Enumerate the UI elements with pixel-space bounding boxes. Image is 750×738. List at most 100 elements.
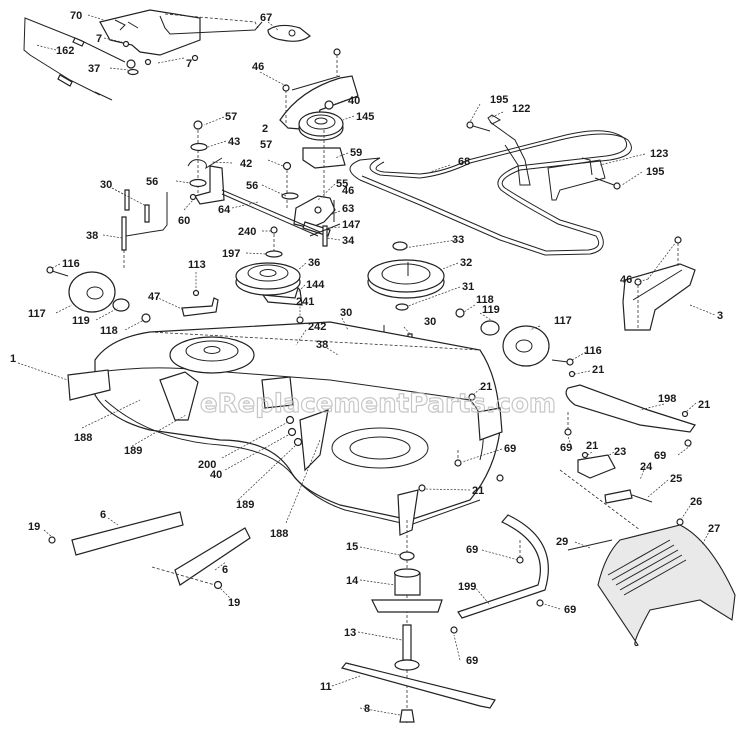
callout-69[interactable]: 69 (654, 450, 666, 462)
callout-56[interactable]: 56 (146, 176, 158, 188)
callout-34[interactable]: 34 (342, 235, 355, 247)
deck-baffle-199[interactable] (450, 514, 549, 634)
drive-pulley-32[interactable] (367, 241, 445, 311)
callout-57[interactable]: 57 (225, 111, 237, 123)
callout-69[interactable]: 69 (504, 443, 516, 455)
bolt-34[interactable] (309, 223, 341, 247)
control-linkage[interactable] (187, 120, 321, 237)
callout-118[interactable]: 118 (100, 325, 118, 337)
callout-67[interactable]: 67 (260, 12, 272, 24)
callout-188[interactable]: 188 (74, 432, 92, 444)
belt-guide-47[interactable] (181, 289, 219, 317)
callout-189[interactable]: 189 (236, 499, 254, 511)
callout-188[interactable]: 188 (270, 528, 288, 540)
callout-24[interactable]: 24 (640, 461, 653, 473)
callout-40[interactable]: 40 (348, 95, 360, 107)
callout-25[interactable]: 25 (670, 473, 682, 485)
callout-69[interactable]: 69 (466, 544, 478, 556)
callout-144[interactable]: 144 (306, 279, 325, 291)
callout-42[interactable]: 42 (240, 158, 252, 170)
callout-56[interactable]: 56 (246, 180, 258, 192)
callout-195[interactable]: 195 (490, 94, 508, 106)
mower-housing[interactable] (67, 321, 503, 536)
callout-15[interactable]: 15 (346, 541, 358, 553)
hanger-bracket-right[interactable] (151, 527, 251, 590)
callout-242[interactable]: 242 (308, 321, 326, 333)
callout-241[interactable]: 241 (296, 296, 314, 308)
callout-63[interactable]: 63 (342, 203, 354, 215)
callout-147[interactable]: 147 (342, 219, 360, 231)
callout-43[interactable]: 43 (228, 136, 240, 148)
callout-116[interactable]: 116 (584, 345, 602, 357)
callout-198[interactable]: 198 (658, 393, 676, 405)
callout-123[interactable]: 123 (650, 148, 668, 160)
callout-11[interactable]: 11 (320, 681, 332, 693)
callout-46[interactable]: 46 (252, 61, 264, 73)
chute-bracket[interactable] (559, 451, 684, 531)
hanger-bracket-left[interactable] (48, 511, 184, 556)
callout-68[interactable]: 68 (458, 156, 470, 168)
callout-33[interactable]: 33 (452, 234, 464, 246)
callout-27[interactable]: 27 (708, 523, 720, 535)
callout-19[interactable]: 19 (228, 597, 240, 609)
callout-119[interactable]: 119 (482, 304, 500, 316)
callout-6[interactable]: 6 (100, 509, 106, 521)
callout-30[interactable]: 30 (340, 307, 352, 319)
callout-31[interactable]: 31 (462, 281, 474, 293)
callout-36[interactable]: 36 (308, 257, 320, 269)
callout-26[interactable]: 26 (690, 496, 702, 508)
deck-baffle-198[interactable] (564, 370, 696, 447)
pulley-cover[interactable] (622, 236, 696, 331)
belt-shield[interactable] (279, 48, 359, 131)
callout-64[interactable]: 64 (218, 204, 231, 216)
callout-29[interactable]: 29 (556, 536, 568, 548)
engagement-cable[interactable] (23, 17, 139, 101)
callout-21[interactable]: 21 (480, 381, 492, 393)
callout-8[interactable]: 8 (364, 703, 370, 715)
callout-69[interactable]: 69 (564, 604, 576, 616)
belt-keeper-123[interactable] (547, 157, 621, 201)
callout-3[interactable]: 3 (717, 310, 723, 322)
callout-116[interactable]: 116 (62, 258, 80, 270)
v-belt[interactable] (349, 130, 632, 256)
callout-113[interactable]: 113 (188, 259, 206, 271)
callout-46[interactable]: 46 (620, 274, 632, 286)
control-bracket-assembly[interactable] (99, 9, 263, 66)
callout-59[interactable]: 59 (350, 147, 362, 159)
spindle-assembly[interactable] (340, 520, 496, 725)
callout-19[interactable]: 19 (28, 521, 40, 533)
callout-14[interactable]: 14 (346, 575, 359, 587)
discharge-chute[interactable] (567, 524, 736, 647)
callout-60[interactable]: 60 (178, 215, 190, 227)
callout-117[interactable]: 117 (554, 315, 572, 327)
callout-6[interactable]: 6 (222, 564, 228, 576)
callout-55[interactable]: 55 (336, 178, 348, 190)
callout-23[interactable]: 23 (614, 446, 626, 458)
callout-30[interactable]: 30 (424, 316, 436, 328)
callout-40[interactable]: 40 (210, 469, 222, 481)
callout-21[interactable]: 21 (592, 364, 604, 376)
callout-47[interactable]: 47 (148, 291, 160, 303)
callout-21[interactable]: 21 (586, 440, 598, 452)
callout-197[interactable]: 197 (222, 248, 240, 260)
belt-keeper-122[interactable] (466, 114, 531, 186)
callout-37[interactable]: 37 (88, 63, 100, 75)
callout-117[interactable]: 117 (28, 308, 46, 320)
callout-122[interactable]: 122 (512, 103, 530, 115)
callout-69[interactable]: 69 (560, 442, 572, 454)
callout-70[interactable]: 70 (70, 10, 82, 22)
callout-21[interactable]: 21 (698, 399, 710, 411)
callout-30[interactable]: 30 (100, 179, 112, 191)
callout-57[interactable]: 57 (260, 139, 272, 151)
callout-32[interactable]: 32 (460, 257, 472, 269)
callout-189[interactable]: 189 (124, 445, 142, 457)
callout-200[interactable]: 200 (198, 459, 216, 471)
callout-21[interactable]: 21 (472, 485, 484, 497)
callout-162[interactable]: 162 (56, 45, 74, 57)
bracket-38-left[interactable] (121, 189, 168, 270)
callout-145[interactable]: 145 (356, 111, 374, 123)
callout-46[interactable]: 46 (342, 185, 354, 197)
idler-pulley-36[interactable] (235, 226, 303, 306)
callout-7[interactable]: 7 (186, 58, 192, 70)
callout-38[interactable]: 38 (316, 339, 328, 351)
